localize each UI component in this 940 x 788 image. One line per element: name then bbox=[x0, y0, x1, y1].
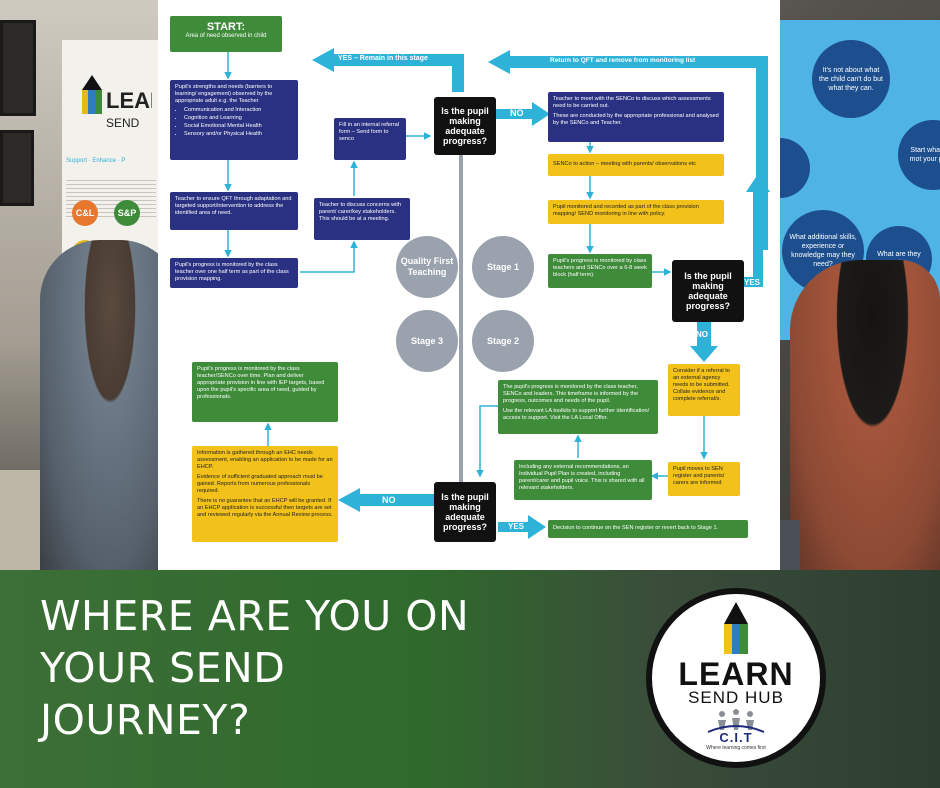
start-box: START: Area of need observed in child bbox=[170, 16, 282, 52]
label-no-3: NO bbox=[382, 495, 396, 505]
banner-logo-sub: SEND bbox=[106, 116, 140, 130]
picture-frame bbox=[0, 20, 36, 116]
senco-meet-box: Teacher to meet with the SENCo to discus… bbox=[548, 92, 724, 142]
stage3-monitor-box: Pupil's progress is monitored by the cla… bbox=[192, 362, 338, 422]
person-right bbox=[790, 260, 940, 570]
flowchart-sheet: START: Area of need observed in child YE… bbox=[158, 0, 780, 570]
logo-tagline: Where learning comes first bbox=[706, 745, 766, 751]
start-sub: Area of need observed in child bbox=[185, 33, 267, 39]
badge-sp: S&P bbox=[114, 200, 140, 226]
decision-progress-1: Is the pupil making adequate progress? bbox=[434, 97, 496, 155]
screen-circle: Start what and mot your perso bbox=[898, 120, 940, 190]
headline-line: JOURNEY? bbox=[40, 696, 251, 744]
senco-meet-2: These are conducted by the appropriate p… bbox=[553, 113, 719, 126]
ipp-box: Including any external recommendations, … bbox=[514, 460, 652, 500]
logo-word-cit: C.I.T bbox=[719, 730, 753, 745]
discuss-box: Teacher to discuss concerns with parent/… bbox=[314, 198, 410, 240]
ehc-3: There is no guarantee that an EHCP will … bbox=[197, 498, 333, 518]
referral-box: Fill in an internal referral form – Send… bbox=[334, 118, 406, 160]
logo-word-learn: LEARN bbox=[678, 656, 794, 692]
ehc-box: Information is gathered through an EHC n… bbox=[192, 446, 338, 542]
stage2-monitor-1: The pupil's progress is monitored by the… bbox=[503, 384, 639, 404]
pencil-icon bbox=[724, 602, 748, 654]
children-icon bbox=[707, 709, 765, 733]
stage2-monitor-box: The pupil's progress is monitored by the… bbox=[498, 380, 658, 434]
pencil-logo-icon: LEAR bbox=[82, 75, 152, 114]
ehc-2: Evidence of sufficient graduated approac… bbox=[197, 474, 323, 494]
screen-circle: It's not about what the child can't do b… bbox=[812, 40, 890, 118]
qft-box: Teacher to ensure QFT through adaptation… bbox=[170, 192, 298, 230]
label-return-qft: Return to QFT and remove from monitoring… bbox=[550, 57, 696, 64]
learn-send-hub-logo: LEARN SEND HUB C.I.T Where learning come… bbox=[646, 588, 826, 768]
strengths-item: Sensory and/or Physical Health bbox=[184, 131, 293, 138]
headline-line: WHERE ARE YOU ON bbox=[40, 592, 470, 640]
stage-3: Stage 3 bbox=[396, 310, 458, 372]
label-yes-remain: YES – Remain in this stage bbox=[338, 55, 428, 62]
decision-progress-3: Is the pupil making adequate progress? bbox=[434, 482, 496, 542]
stage2-monitor-2: Use the relevant LA toolkits to support … bbox=[503, 408, 650, 421]
strengths-item: Communication and Interaction bbox=[184, 107, 293, 114]
senco-meet-1: Teacher to meet with the SENCo to discus… bbox=[553, 96, 711, 109]
headline-line: YOUR SEND bbox=[40, 644, 286, 692]
external-agency-box: Consider if a referral to an external ag… bbox=[668, 364, 740, 416]
recorded-box: Pupil monitored and recorded as part of … bbox=[548, 200, 724, 224]
headline: WHERE ARE YOU ON YOUR SEND JOURNEY? bbox=[40, 590, 600, 746]
label-yes-2: YES bbox=[744, 278, 761, 287]
label-no-2: NO bbox=[696, 330, 708, 339]
picture-frame bbox=[0, 130, 34, 206]
monitored-box: Pupil's progress is monitored by the cla… bbox=[170, 258, 298, 288]
stage-1: Stage 1 bbox=[472, 236, 534, 298]
logo-word-send-hub: SEND HUB bbox=[688, 688, 784, 707]
label-no-1: NO bbox=[510, 108, 524, 118]
ehc-1: Information is gathered through an EHC n… bbox=[197, 450, 333, 470]
badge-cl: C&L bbox=[72, 200, 98, 226]
banner-tagline: Support · Enhance · P bbox=[66, 158, 126, 164]
senco-action-box: SENCo to action – meeting with parents/ … bbox=[548, 154, 724, 176]
strengths-text: Pupil's strengths and needs (barriers to… bbox=[175, 84, 273, 104]
label-yes-3: YES bbox=[508, 522, 525, 531]
stage-qft: Quality First Teaching bbox=[396, 236, 458, 298]
strengths-item: Cognition and Learning bbox=[184, 115, 293, 122]
monitored-6-8-box: Pupil's progress is monitored by class t… bbox=[548, 254, 652, 288]
stage-2: Stage 2 bbox=[472, 310, 534, 372]
sen-register-box: Pupil moves to SEN register and parents/… bbox=[668, 462, 740, 496]
decision-continue-box: Decision to continue on the SEN register… bbox=[548, 520, 748, 538]
strengths-list: Communication and Interaction Cognition … bbox=[175, 107, 293, 138]
flow-arrows bbox=[224, 48, 770, 539]
person-left bbox=[40, 240, 180, 570]
start-title: START: bbox=[206, 21, 246, 33]
strengths-item: Social Emotional Mental Health bbox=[184, 123, 293, 130]
strengths-box: Pupil's strengths and needs (barriers to… bbox=[170, 80, 298, 160]
banner-logo-text: LEAR bbox=[106, 88, 152, 113]
decision-progress-2: Is the pupil making adequate progress? bbox=[672, 260, 744, 322]
